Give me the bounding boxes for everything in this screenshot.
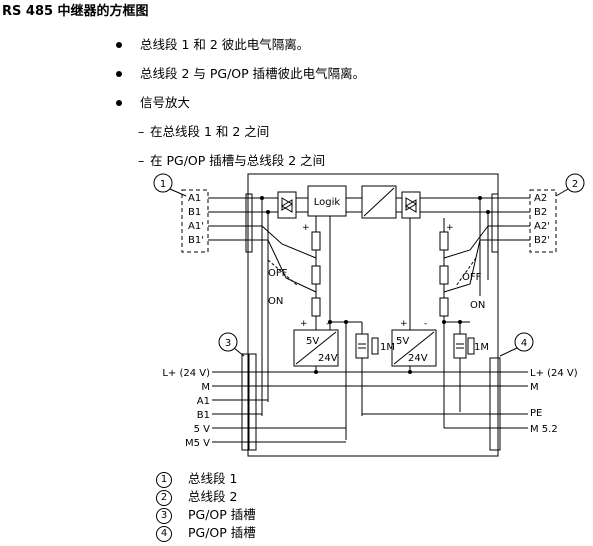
psu-left-minus: - xyxy=(326,319,329,329)
label-b2-prime: B2' xyxy=(534,235,550,246)
label-a1-slot: A1 xyxy=(197,396,210,407)
switch-off-right: OFF xyxy=(462,272,482,283)
legend-item: 3 PG/OP 插槽 xyxy=(156,504,256,524)
switch-on-right: ON xyxy=(470,300,485,311)
sub-bullet-item: –在总线段 1 和 2 之间 xyxy=(138,121,269,140)
resistor xyxy=(311,231,321,251)
psu-right-in: 5V xyxy=(396,336,409,347)
pg-op-slot-right xyxy=(489,357,501,451)
repeater-housing xyxy=(247,173,499,457)
cap-label-right: 1M xyxy=(474,342,489,353)
legend-num: 4 xyxy=(156,525,172,542)
label-b1-slot: B1 xyxy=(197,410,210,421)
callout-3-label: 3 xyxy=(225,338,231,349)
label-a2-prime: A2' xyxy=(534,221,550,232)
label-a1-prime: A1' xyxy=(188,221,204,232)
isolation-block xyxy=(361,185,397,219)
psu-left-plus: + xyxy=(300,319,308,329)
resistor xyxy=(439,265,449,285)
label-5v: 5 V xyxy=(194,424,211,435)
bus-segment-1-connector xyxy=(181,189,209,253)
bullet-dot-icon xyxy=(116,41,122,48)
label-a1: A1 xyxy=(188,193,201,204)
bullet-text: 信号放大 xyxy=(140,95,191,110)
bullet-text: 总线段 1 和 2 彼此电气隔离。 xyxy=(140,37,310,52)
sub-bullet-text: 在总线段 1 和 2 之间 xyxy=(150,124,270,139)
legend-num: 3 xyxy=(156,507,172,524)
right-terminal-strip xyxy=(491,193,499,253)
capacitor-right xyxy=(453,333,467,359)
callout-4-label: 4 xyxy=(521,338,527,349)
label-m52: M 5.2 xyxy=(530,424,558,435)
resistor xyxy=(311,265,321,285)
capacitor-left xyxy=(355,333,369,359)
label-pe: PE xyxy=(530,408,542,419)
logic-block xyxy=(307,185,347,217)
bullet-item: 总线段 2 与 PG/OP 插槽彼此电气隔离。 xyxy=(116,63,365,82)
bullet-dot-icon xyxy=(116,99,122,106)
transceiver-left-icon xyxy=(281,197,293,213)
left-transceiver xyxy=(277,191,297,219)
label-m5v: M5 V xyxy=(185,438,210,449)
logic-label: Logik xyxy=(314,197,341,208)
legend-num: 1 xyxy=(156,471,172,488)
legend-item: 1 总线段 1 xyxy=(156,468,237,488)
label-l-plus-right: L+ (24 V) xyxy=(530,368,578,379)
callout-1 xyxy=(153,173,173,193)
left-terminal-strip xyxy=(245,193,253,253)
plus-sign: + xyxy=(302,223,310,233)
page-title: RS 485 中继器的方框图 xyxy=(2,4,149,19)
dash-glyph: – xyxy=(138,124,145,139)
cap-label-left: 1M xyxy=(380,342,395,353)
resistor-1m-left xyxy=(371,337,379,355)
legend-text: 总线段 1 xyxy=(188,471,238,486)
bullet-text: 总线段 2 与 PG/OP 插槽彼此电气隔离。 xyxy=(140,66,366,81)
sub-bullet-text: 在 PG/OP 插槽与总线段 2 之间 xyxy=(150,153,326,168)
bullet-dot-icon xyxy=(116,70,122,77)
label-l-plus-left: L+ (24 V) xyxy=(162,368,210,379)
callout-1-label: 1 xyxy=(160,179,166,190)
sub-bullet-item: –在 PG/OP 插槽与总线段 2 之间 xyxy=(138,150,325,169)
legend-text: 总线段 2 xyxy=(188,489,238,504)
callout-2 xyxy=(565,173,585,193)
callout-2-label: 2 xyxy=(572,179,578,190)
psu-left-out: 24V xyxy=(318,353,338,364)
switch-on-left: ON xyxy=(268,296,283,307)
switch-off-left: OFF xyxy=(268,268,288,279)
bus-segment-2-connector xyxy=(529,189,557,253)
resistor xyxy=(311,297,321,317)
label-a2: A2 xyxy=(534,193,547,204)
power-supply-right xyxy=(391,329,437,367)
dash-glyph: – xyxy=(138,153,145,168)
legend-item: 2 总线段 2 xyxy=(156,486,237,506)
bullet-item: 总线段 1 和 2 彼此电气隔离。 xyxy=(116,34,309,53)
bullet-item: 信号放大 xyxy=(116,92,190,111)
legend-text: PG/OP 插槽 xyxy=(188,525,256,540)
psu-left-in: 5V xyxy=(306,336,319,347)
label-b1: B1 xyxy=(188,207,201,218)
label-b2: B2 xyxy=(534,207,547,218)
legend-item: 4 PG/OP 插槽 xyxy=(156,522,256,542)
callout-3 xyxy=(218,332,238,352)
legend-text: PG/OP 插槽 xyxy=(188,507,256,522)
plus-sign: + xyxy=(446,223,454,233)
right-transceiver xyxy=(401,191,421,219)
label-m-right: M xyxy=(530,382,539,393)
legend-num: 2 xyxy=(156,489,172,506)
psu-right-out: 24V xyxy=(408,353,428,364)
resistor xyxy=(439,297,449,317)
resistor xyxy=(439,231,449,251)
psu-right-plus: + xyxy=(400,319,408,329)
label-m-left: M xyxy=(201,382,210,393)
label-b1-prime: B1' xyxy=(188,235,204,246)
resistor-1m-right xyxy=(467,337,475,355)
psu-right-minus: - xyxy=(424,319,427,329)
transceiver-right-icon xyxy=(405,197,417,213)
callout-4 xyxy=(514,332,534,352)
